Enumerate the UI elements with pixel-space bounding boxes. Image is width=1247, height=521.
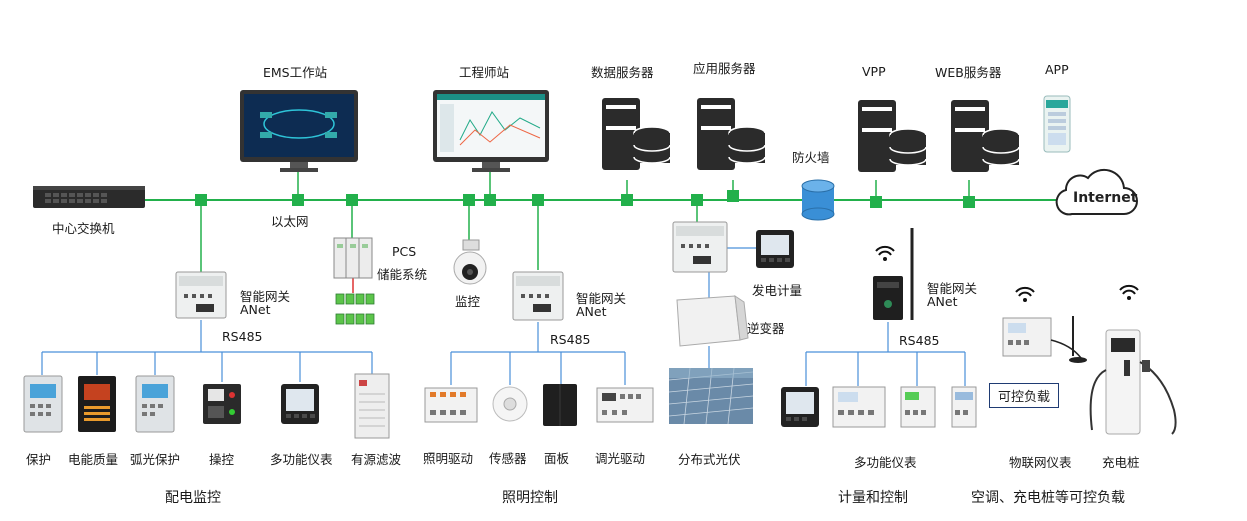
engineer-label: 工程师站 [459,65,510,80]
rs485-label-2: RS485 [550,332,591,347]
sensor-label: 传感器 [489,451,527,466]
apf-label: 有源滤波 [351,452,402,467]
vpp-label: VPP [862,64,886,79]
pcs-label: PCS [392,244,417,259]
inverter-label: 逆变器 [747,321,785,336]
pv-label: 分布式光伏 [678,452,741,467]
gen-meter-label: 发电计量 [752,283,803,298]
rs485-label-1: RS485 [222,329,263,344]
firewall-label: 防火墙 [792,150,830,165]
app-label: APP [1045,62,1069,77]
multi-meter2-label: 多功能仪表 [854,455,917,470]
gateway1-label: 智能网关 [240,289,291,304]
gateway2-label: 智能网关 [576,291,627,306]
section-power-monitoring: 配电监控 [165,490,221,506]
dim-drive-label: 调光驱动 [595,451,646,466]
section-metering-control: 计量和控制 [838,490,908,506]
web-server-label: WEB服务器 [935,65,1002,80]
panel-label: 面板 [544,451,570,466]
camera-label: 监控 [455,294,481,309]
controllable-load-box: 可控负载 [989,383,1060,408]
app-server-label: 应用服务器 [693,61,756,76]
internet-label: Internet [1073,190,1138,206]
gateway3-model: ANet [927,294,958,309]
section-controllable-loads: 空调、充电桩等可控负载 [971,490,1125,506]
arc-label: 弧光保护 [130,452,181,467]
control-label: 操控 [209,452,235,467]
ems-label: EMS工作站 [263,65,328,80]
gateway3-label: 智能网关 [927,281,978,296]
light-drive-label: 照明驱动 [423,451,474,466]
storage-label: 储能系统 [377,267,428,282]
section-lighting-control: 照明控制 [502,490,558,506]
ethernet-label: 以太网 [271,214,309,229]
iot-meter-label: 物联网仪表 [1009,455,1072,470]
data-server-label: 数据服务器 [591,65,654,80]
protect-label: 保护 [26,452,52,467]
multi-meter-label: 多功能仪表 [270,452,333,467]
rs485-label-3: RS485 [899,333,940,348]
core-switch-label: 中心交换机 [52,221,115,236]
gateway1-model: ANet [240,302,271,317]
gateway2-model: ANet [576,304,607,319]
charger-label: 充电桩 [1102,455,1140,470]
pq-label: 电能质量 [68,452,119,467]
